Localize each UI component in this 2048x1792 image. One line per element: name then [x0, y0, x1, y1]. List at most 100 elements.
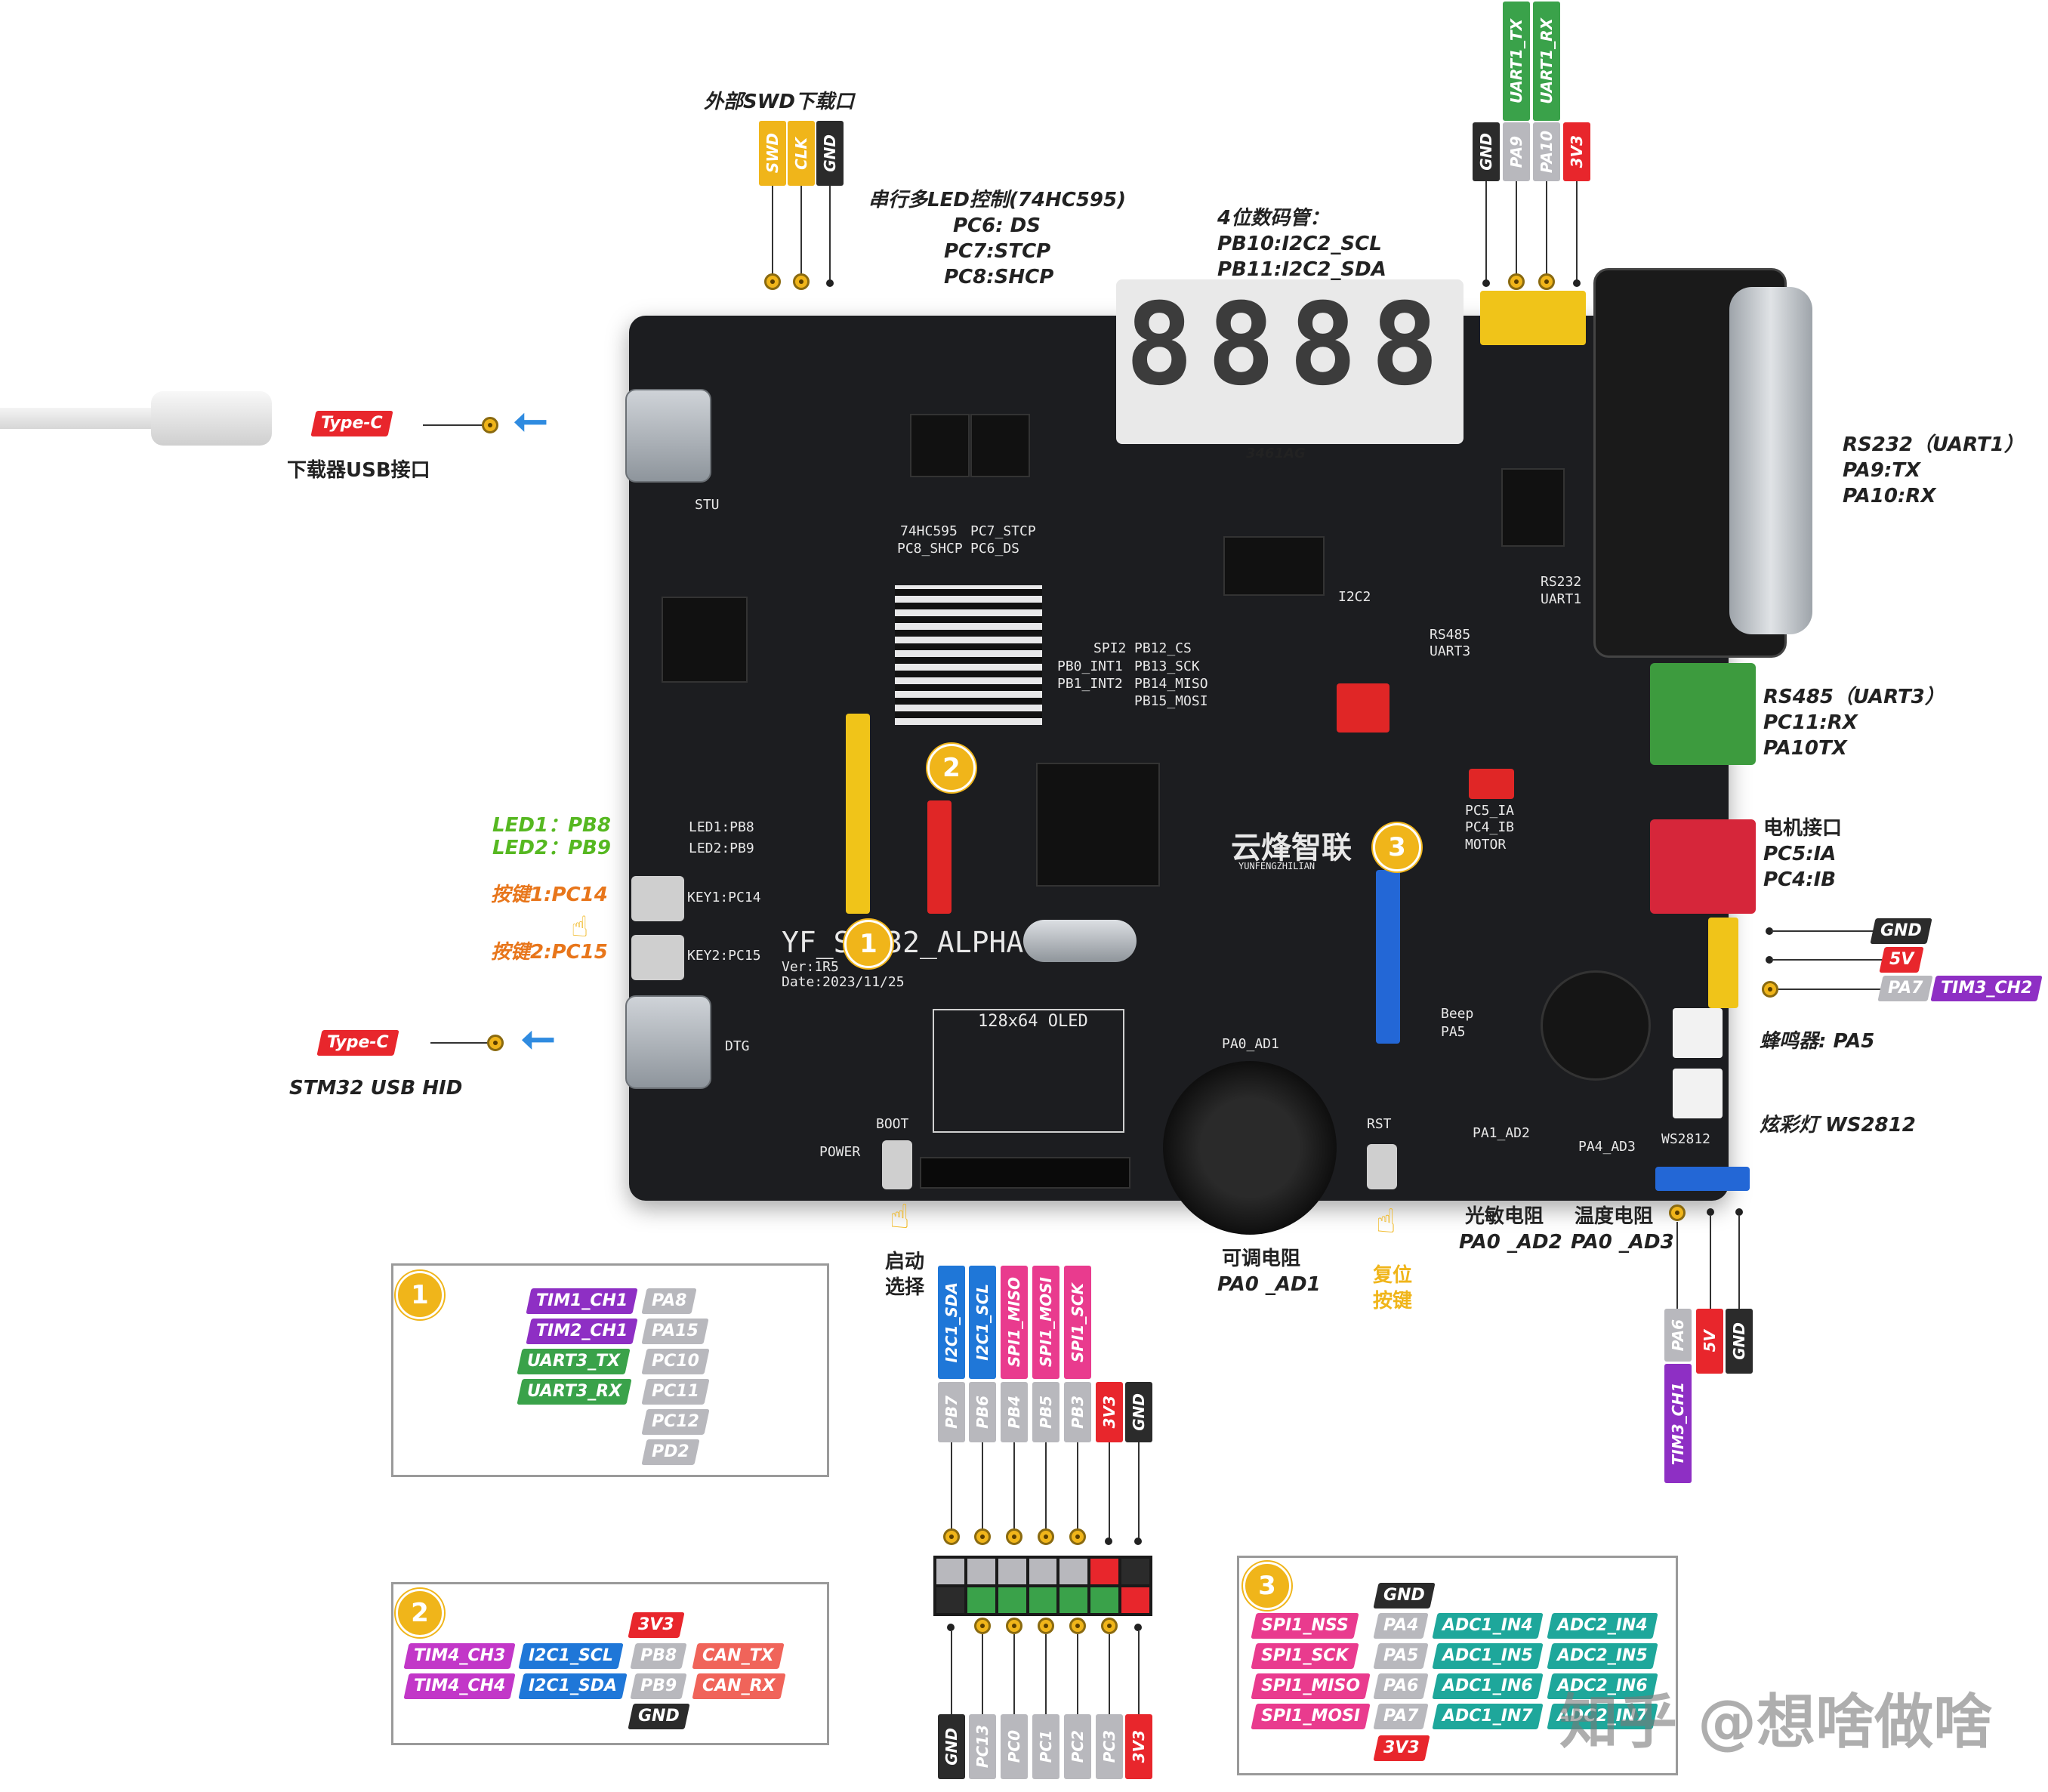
- oled-top-dot-5: [1069, 1528, 1086, 1545]
- rs485-line-1: RS485（UART3）: [1763, 686, 1945, 708]
- swd-line-3: [829, 186, 831, 282]
- seven-segment-display: [1116, 279, 1464, 444]
- ws-pin-gnd: GND: [1726, 1309, 1753, 1374]
- header-group-2[interactable]: [927, 800, 952, 914]
- reset-label-2: 按键: [1373, 1290, 1413, 1312]
- rs232-line-1: RS232（UART1）: [1843, 433, 2024, 456]
- oled-func-spi1-mosi: SPI1_MOSI: [1032, 1266, 1059, 1379]
- oled-top-pb6: PB6: [969, 1382, 996, 1442]
- right-pill-5v: 5V: [1879, 947, 1924, 973]
- legend1-func-3: UART3_RX: [517, 1379, 632, 1405]
- silk-led2: LED2:PB9: [689, 840, 754, 856]
- silk-rs485: RS485: [1430, 627, 1471, 643]
- legend2-row0-a: TIM4_CH3: [403, 1643, 516, 1669]
- ws-line-1: [1676, 1222, 1678, 1309]
- buzzer: [1541, 970, 1651, 1081]
- header-group-1[interactable]: [846, 714, 870, 914]
- oled-bot-gnd: GND: [938, 1714, 965, 1779]
- header-jumper-red[interactable]: [1337, 683, 1389, 733]
- reset-switch[interactable]: [1367, 1144, 1397, 1189]
- motor-line-2: PC5:IA: [1763, 843, 1837, 865]
- type-c-dot-2: [487, 1035, 504, 1051]
- oled-bot-line-5: [1077, 1634, 1078, 1714]
- legend3-row2-adc1: ADC1_IN6: [1432, 1673, 1544, 1699]
- oled-bot-dot-3: [1006, 1618, 1022, 1634]
- badge-2-board: 2: [927, 744, 976, 792]
- oled-top-dot-2: [974, 1528, 991, 1545]
- silk-shcp: PC8_SHCP: [897, 541, 963, 557]
- oled-bot-3v3: 3V3: [1125, 1714, 1152, 1779]
- right-pill-pa7: PA7: [1877, 976, 1934, 1001]
- uart-pin-pa10: PA10: [1533, 122, 1560, 181]
- key1-switch[interactable]: [631, 876, 684, 921]
- usb-icon-2: ⭠: [521, 1013, 555, 1062]
- legend1-pin-3: PC11: [641, 1379, 710, 1405]
- silk-power: POWER: [819, 1144, 861, 1160]
- legend-1-badge: 1: [396, 1271, 444, 1319]
- oled-top-dot-7: [1134, 1538, 1142, 1545]
- oled-bot-pc2: PC2: [1064, 1714, 1091, 1779]
- header-oled[interactable]: [920, 1157, 1130, 1189]
- oled-bot-pc3: PC3: [1096, 1714, 1123, 1779]
- ws2812-led-2: [1673, 1069, 1723, 1118]
- uart-line-4: [1576, 181, 1578, 283]
- crystal: [1023, 920, 1137, 962]
- header-group-3[interactable]: [1376, 870, 1400, 1044]
- ws2812-led-1: [1673, 1008, 1723, 1058]
- usb-c-hid-port[interactable]: [625, 995, 711, 1089]
- oled-bot-line-6: [1109, 1634, 1110, 1714]
- oled-bot-pc1: PC1: [1032, 1714, 1059, 1779]
- legend2-row1-c: CAN_RX: [692, 1673, 786, 1699]
- legend1-func-2: UART3_TX: [517, 1349, 631, 1374]
- seg-line-1: PB10:I2C2_SCL: [1217, 233, 1382, 255]
- board-brand: 云烽智联: [1231, 831, 1352, 865]
- board-date: Date:2023/11/25: [782, 974, 905, 990]
- oled-top-line-4: [1045, 1442, 1047, 1534]
- light-sensor-label: 光敏电阻: [1465, 1205, 1544, 1228]
- header-jumper-motor[interactable]: [1469, 769, 1514, 799]
- boot-switch[interactable]: [882, 1140, 912, 1189]
- led595-line-1: PC6: DS: [953, 214, 1041, 237]
- legend2-row1-b: I2C1_SDA: [518, 1673, 628, 1699]
- silk-rst: RST: [1367, 1116, 1392, 1132]
- header-right[interactable]: [1708, 918, 1738, 1008]
- temp-sensor-pin: PA0 _AD3: [1571, 1231, 1674, 1254]
- potentiometer-knob[interactable]: [1163, 1061, 1337, 1235]
- legend-2-badge: 2: [396, 1589, 444, 1637]
- dev-board: [629, 316, 1729, 1201]
- silk-pb12: PB12_CS: [1134, 640, 1192, 656]
- key2-switch[interactable]: [631, 935, 684, 980]
- legend3-row1-pin: PA5: [1373, 1643, 1430, 1669]
- legend1-func-1: TIM2_CH1: [526, 1319, 638, 1344]
- rs232-line-2: PA9:TX: [1843, 459, 1921, 482]
- type-c-label-2: Type-C: [316, 1030, 399, 1056]
- swd-dot-2: [793, 273, 810, 290]
- temp-sensor-label: 温度电阻: [1575, 1205, 1654, 1228]
- uart-line-2: [1516, 181, 1517, 276]
- header-ws2812[interactable]: [1655, 1167, 1750, 1191]
- uart1-tx-pill: UART1_TX: [1503, 2, 1530, 121]
- oled-top-dot-4: [1038, 1528, 1054, 1545]
- pot-label: 可调电阻: [1222, 1248, 1301, 1270]
- oled-bot-dot-4: [1038, 1618, 1054, 1634]
- usb-c-download-port[interactable]: [625, 389, 711, 483]
- reset-label-1: 复位: [1373, 1264, 1413, 1287]
- oled-top-line-5: [1077, 1442, 1078, 1534]
- rs485-terminal: [1650, 663, 1756, 765]
- legend1-pin-0: PA8: [641, 1288, 698, 1314]
- rs232-line-3: PA10:RX: [1843, 485, 1936, 507]
- uart-pin-3v3: 3V3: [1563, 122, 1590, 181]
- silk-pa1-ad2: PA1_AD2: [1473, 1125, 1530, 1141]
- badge-1-board: 1: [844, 920, 893, 968]
- oled-bot-dot-7: [1134, 1624, 1142, 1631]
- silk-ws2812: WS2812: [1661, 1131, 1711, 1147]
- silk-pa4-ad3: PA4_AD3: [1578, 1139, 1636, 1155]
- oled-top-line-1: [951, 1442, 952, 1534]
- oled-header-row-bottom: [936, 1587, 1150, 1613]
- legend2-gnd: GND: [628, 1704, 690, 1729]
- seven-segment-digits: 8888: [1125, 279, 1453, 411]
- silk-pa5: PA5: [1441, 1024, 1466, 1040]
- header-uart[interactable]: [1480, 291, 1586, 345]
- silk-pc5: PC5_IA: [1465, 803, 1515, 819]
- oled-silk-box: [933, 1009, 1124, 1133]
